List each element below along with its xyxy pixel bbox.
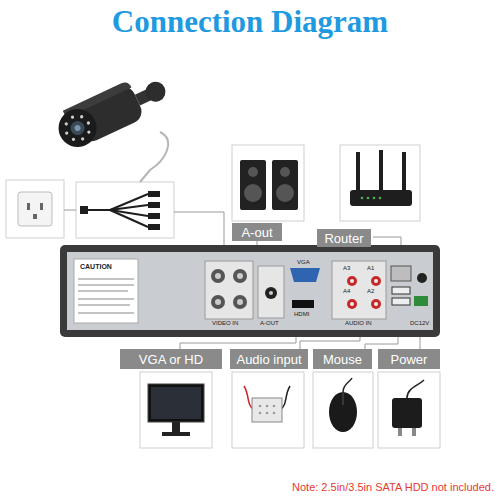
label-band: Mouse bbox=[313, 349, 372, 369]
port-label: VGA bbox=[297, 259, 310, 266]
port-label: A2 bbox=[367, 288, 374, 295]
label-band: VGA or HD bbox=[120, 349, 222, 369]
note-text: Note: 2.5in/3.5in SATA HDD not included. bbox=[292, 481, 494, 494]
port-label: A3 bbox=[343, 265, 350, 272]
label-band: Audio input bbox=[230, 349, 308, 369]
band-label: Router bbox=[324, 231, 363, 246]
label-band: A-out bbox=[232, 223, 282, 241]
diagram-title: Connection Diagram bbox=[0, 4, 500, 40]
band-label: Power bbox=[391, 352, 428, 367]
band-label: Audio input bbox=[236, 352, 301, 367]
port-label: HDMI bbox=[294, 311, 309, 318]
band-label: Mouse bbox=[323, 352, 362, 367]
port-label: AUDIO IN bbox=[345, 320, 372, 327]
label-band: Router bbox=[317, 229, 371, 247]
port-label: A4 bbox=[343, 288, 350, 295]
band-label: VGA or HD bbox=[139, 352, 203, 367]
port-label: DC12V bbox=[410, 320, 429, 327]
band-label: A-out bbox=[241, 225, 272, 240]
port-label: CAUTION bbox=[80, 263, 112, 271]
port-label: A1 bbox=[367, 265, 374, 272]
port-label: A-OUT bbox=[260, 320, 279, 327]
label-band: Power bbox=[378, 349, 440, 369]
port-label: VIDEO IN bbox=[212, 320, 238, 327]
